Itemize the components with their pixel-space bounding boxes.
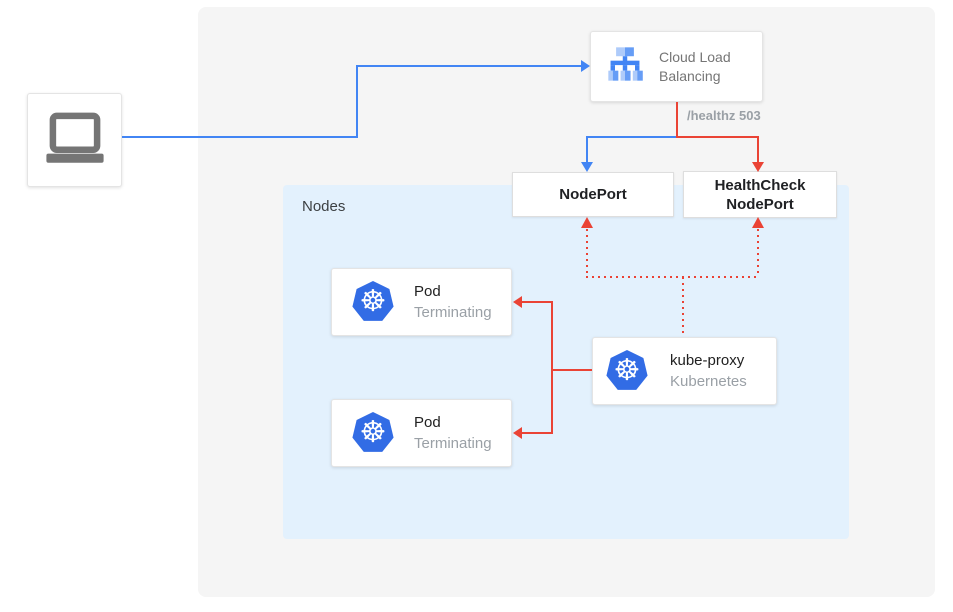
- arrowhead-dotted-into-healthcheck: [752, 217, 764, 228]
- cloud-load-balancing-card: Cloud Load Balancing: [590, 31, 763, 102]
- healthz-503-label: /healthz 503: [687, 108, 761, 123]
- edge-lb-down-segment: [676, 102, 678, 138]
- kubernetes-icon: ☸: [352, 412, 394, 452]
- healthcheck-label-line1: HealthCheck: [714, 176, 806, 194]
- edge-dotted-h: [586, 276, 759, 278]
- arrowhead-into-pod-bottom: [513, 427, 522, 439]
- kubernetes-wheel-glyph: ☸: [359, 285, 387, 318]
- laptop-icon: [43, 112, 107, 169]
- cloud-lb-label-line2: Balancing: [659, 67, 721, 84]
- pod-title: Pod: [414, 414, 441, 431]
- edge-kubeproxy-up-dotted: [682, 277, 684, 337]
- edge-junction-to-nodeport-h: [587, 136, 677, 138]
- edge-kubeproxy-left-segment: [552, 369, 592, 371]
- nodes-label: Nodes: [302, 198, 346, 215]
- pod-status: Terminating: [414, 304, 492, 321]
- arrowhead-into-nodeport: [581, 162, 593, 172]
- edge-dotted-to-nodeport-v: [586, 229, 588, 277]
- edge-client-h-segment: [122, 136, 357, 138]
- arrowhead-dotted-into-nodeport: [581, 217, 593, 228]
- kubernetes-icon: ☸: [606, 350, 648, 390]
- pod-status: Terminating: [414, 435, 492, 452]
- kubernetes-wheel-glyph: ☸: [359, 416, 387, 449]
- arrowhead-into-pod-top: [513, 296, 522, 308]
- pod-card-top: ☸ Pod Terminating: [331, 268, 512, 336]
- cloud-lb-label-line1: Cloud Load: [659, 48, 731, 65]
- healthcheck-nodeport-box: HealthCheck NodePort: [683, 171, 837, 218]
- kube-proxy-subtitle: Kubernetes: [670, 373, 747, 390]
- kubernetes-wheel-glyph: ☸: [613, 354, 641, 387]
- edge-client-to-lb-segment: [356, 65, 582, 67]
- edge-kubeproxy-pods-v: [551, 301, 553, 434]
- client-card: [27, 93, 122, 187]
- edge-junction-to-nodeport-v: [586, 136, 588, 163]
- cloud-load-balancing-icon: [605, 44, 645, 89]
- edge-junction-to-healthcheck-h: [676, 136, 759, 138]
- edge-to-pod-top-h: [522, 301, 552, 303]
- healthcheck-label-line2: NodePort: [726, 195, 794, 213]
- edge-dotted-to-healthcheck-v: [757, 229, 759, 277]
- arrowhead-into-healthcheck: [752, 162, 764, 172]
- edge-client-v-segment: [356, 65, 358, 138]
- edge-junction-to-healthcheck-v: [757, 136, 759, 163]
- kube-proxy-card: ☸ kube-proxy Kubernetes: [592, 337, 777, 405]
- pod-card-bottom: ☸ Pod Terminating: [331, 399, 512, 467]
- kube-proxy-title: kube-proxy: [670, 352, 745, 369]
- nodeport-label: NodePort: [559, 186, 627, 203]
- nodeport-box: NodePort: [512, 172, 674, 217]
- pod-title: Pod: [414, 283, 441, 300]
- kubernetes-icon: ☸: [352, 281, 394, 321]
- edge-to-pod-bottom-h: [522, 432, 552, 434]
- arrowhead-into-lb: [581, 60, 590, 72]
